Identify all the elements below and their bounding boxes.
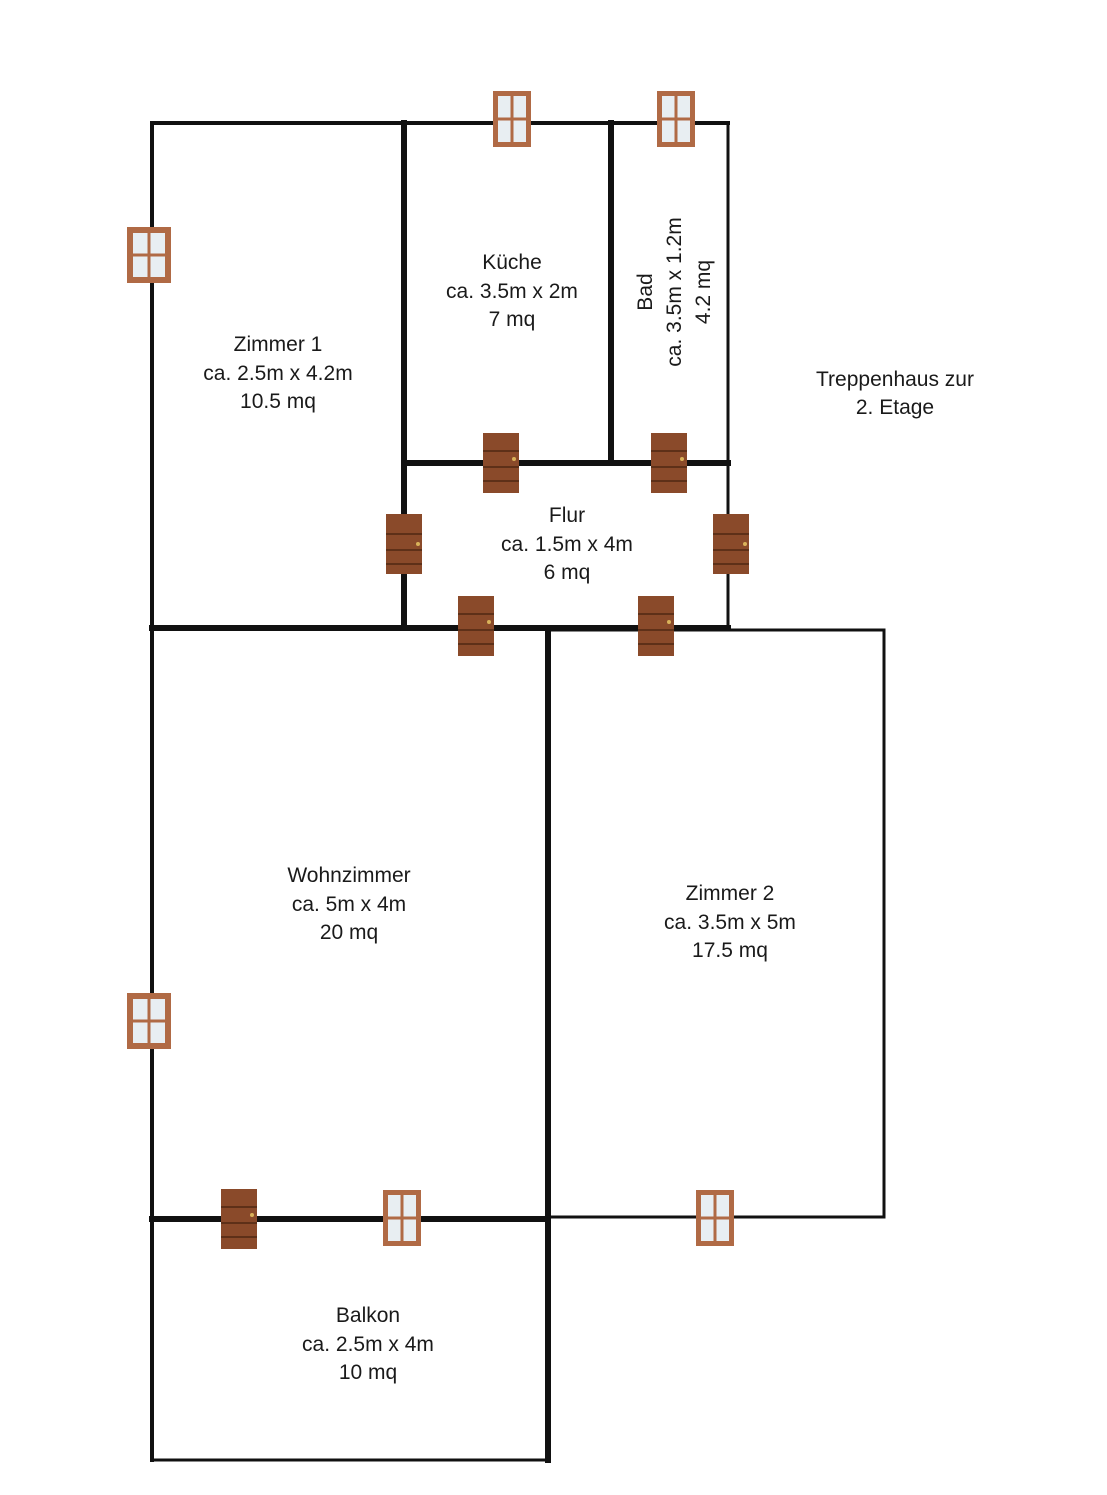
stairwell-line1: Treppenhaus zur (816, 368, 974, 391)
stairwell-label: Treppenhaus zur 2. Etage (816, 368, 974, 419)
window-icon (655, 89, 697, 149)
room-wohnzimmer: Wohnzimmer ca. 5m x 4m 20 mq (287, 864, 410, 944)
room-name: Zimmer 1 (234, 333, 323, 356)
room-area: 17.5 mq (692, 939, 768, 962)
stairwell-line2: 2. Etage (856, 396, 934, 419)
room-kueche: Küche ca. 3.5m x 2m 7 mq (446, 251, 578, 331)
room-dimensions: ca. 3.5m x 1.2m (663, 217, 686, 366)
doors (220, 432, 750, 1250)
windows (125, 89, 736, 1248)
window-icon (491, 89, 533, 149)
door-icon (712, 513, 750, 575)
room-area: 4.2 mq (692, 260, 715, 324)
room-zimmer1: Zimmer 1 ca. 2.5m x 4.2m 10.5 mq (203, 333, 352, 413)
door-icon (482, 432, 520, 494)
room-area: 10 mq (339, 1361, 397, 1384)
window-icon (694, 1188, 736, 1248)
room-name: Flur (549, 504, 585, 527)
door-icon (220, 1188, 258, 1250)
room-name: Balkon (336, 1304, 400, 1327)
room-dimensions: ca. 5m x 4m (292, 893, 406, 916)
room-dimensions: ca. 3.5m x 2m (446, 280, 578, 303)
window-icon (125, 225, 173, 285)
room-name: Wohnzimmer (287, 864, 410, 887)
door-icon (385, 513, 423, 575)
room-dimensions: ca. 3.5m x 5m (664, 911, 796, 934)
room-bad: Bad ca. 3.5m x 1.2m 4.2 mq (634, 217, 715, 366)
room-area: 7 mq (489, 308, 536, 331)
door-icon (457, 595, 495, 657)
room-area: 20 mq (320, 921, 378, 944)
walls (149, 120, 886, 1463)
window-icon (125, 991, 173, 1051)
room-name: Küche (482, 251, 542, 274)
room-dimensions: ca. 1.5m x 4m (501, 533, 633, 556)
room-area: 10.5 mq (240, 390, 316, 413)
room-name: Zimmer 2 (686, 882, 775, 905)
room-name: Bad (634, 273, 657, 310)
window-icon (381, 1188, 423, 1248)
door-icon (637, 595, 675, 657)
door-icon (650, 432, 688, 494)
room-balkon: Balkon ca. 2.5m x 4m 10 mq (302, 1304, 434, 1384)
room-flur: Flur ca. 1.5m x 4m 6 mq (501, 504, 633, 584)
room-area: 6 mq (544, 561, 591, 584)
room-dimensions: ca. 2.5m x 4.2m (203, 362, 352, 385)
room-dimensions: ca. 2.5m x 4m (302, 1333, 434, 1356)
room-zimmer2: Zimmer 2 ca. 3.5m x 5m 17.5 mq (664, 882, 796, 962)
